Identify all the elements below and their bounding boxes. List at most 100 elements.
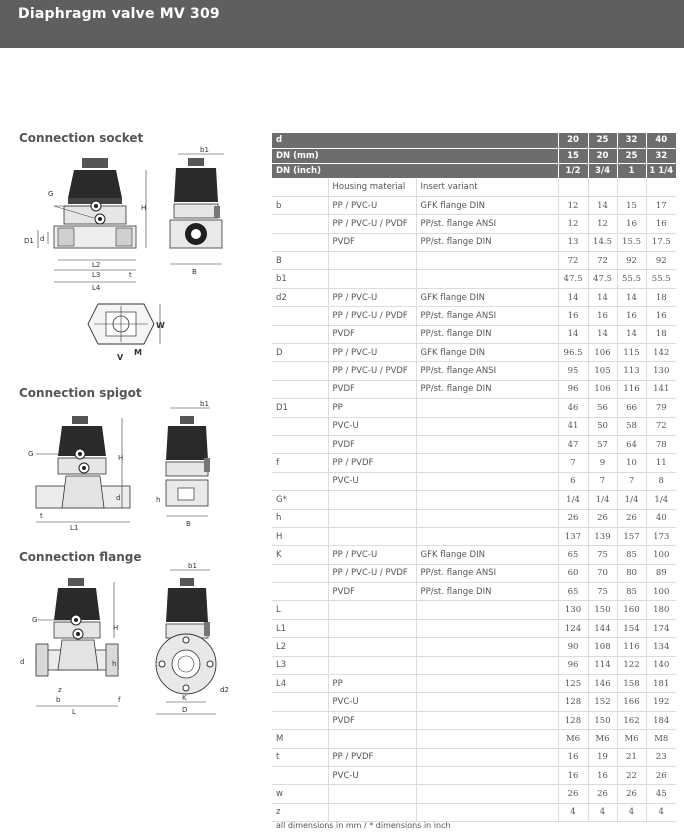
- row-value: 66: [616, 398, 647, 418]
- row-value: 125: [557, 674, 589, 694]
- label-d: d: [40, 235, 44, 243]
- row-param: f: [272, 453, 328, 473]
- row-value: 41: [557, 417, 589, 436]
- row-material: PP: [327, 398, 416, 418]
- row-material: PP / PVDF: [327, 453, 416, 473]
- row-param: w: [272, 784, 328, 804]
- row-insert: [415, 692, 559, 712]
- row-insert: [415, 600, 559, 620]
- label-G: G: [48, 190, 53, 198]
- row-value: 106: [587, 343, 618, 363]
- row-param: [272, 306, 328, 326]
- row-value: 75: [587, 582, 618, 602]
- row-value: 115: [616, 343, 647, 363]
- header-label: d: [272, 133, 559, 149]
- header-value: 20: [557, 133, 589, 149]
- row-material: PP / PVC-U / PVDF: [327, 361, 416, 381]
- row-value: 100: [645, 545, 677, 565]
- row-value: 7: [557, 453, 589, 473]
- row-param: [272, 582, 328, 602]
- row-material: PVC-U: [327, 766, 416, 786]
- page-title: Diaphragm valve MV 309: [18, 6, 220, 22]
- subheader-blank: [272, 178, 328, 197]
- row-value: 7: [587, 472, 618, 492]
- row-material: PP / PVC-U / PVDF: [327, 564, 416, 584]
- label-L2: L2: [92, 261, 100, 269]
- row-value: 85: [616, 545, 647, 565]
- label-L3: L3: [92, 271, 100, 279]
- row-param: L1: [272, 619, 328, 639]
- section-title-flange: Connection flange: [19, 550, 142, 564]
- label-h: h: [156, 496, 160, 504]
- row-value: 50: [587, 417, 618, 436]
- row-value: M8: [645, 729, 677, 749]
- row-value: 124: [557, 619, 589, 639]
- header-value: 1: [616, 163, 647, 179]
- label-G-flange: G: [32, 616, 37, 624]
- row-insert: [415, 784, 559, 804]
- row-insert: [415, 527, 559, 547]
- label-B-spigot: B: [186, 520, 191, 528]
- row-value: 1/4: [645, 490, 677, 510]
- row-param: L: [272, 600, 328, 620]
- row-value: 47.5: [587, 269, 618, 289]
- row-value: 14: [557, 288, 589, 308]
- row-value: M6: [557, 729, 589, 749]
- label-K: K: [182, 694, 187, 702]
- row-param: [272, 233, 328, 253]
- row-value: 16: [645, 306, 677, 326]
- label-G-spigot: G: [28, 450, 33, 458]
- row-value: 56: [587, 398, 618, 418]
- row-value: 4: [557, 803, 589, 823]
- label-b1: b1: [200, 146, 209, 154]
- row-value: 96: [557, 656, 589, 676]
- section-title-spigot: Connection spigot: [19, 386, 142, 400]
- row-value: 26: [616, 509, 647, 528]
- row-value: 158: [616, 674, 647, 694]
- row-param: [272, 711, 328, 731]
- row-value: 18: [645, 325, 677, 345]
- row-param: M: [272, 729, 328, 749]
- row-value: 139: [587, 527, 618, 547]
- row-param: h: [272, 509, 328, 528]
- row-material: PP / PVC-U: [327, 196, 416, 216]
- row-value: 16: [557, 766, 589, 786]
- row-value: 130: [645, 361, 677, 381]
- row-value: 96: [557, 380, 589, 400]
- row-value: 134: [645, 637, 677, 657]
- label-H-spigot: H: [118, 454, 123, 462]
- row-material: [327, 637, 416, 657]
- row-value: 9: [587, 453, 618, 473]
- row-value: M6: [616, 729, 647, 749]
- row-value: 152: [587, 692, 618, 712]
- label-b1-spigot: b1: [200, 400, 209, 408]
- row-material: [327, 656, 416, 676]
- row-insert: [415, 435, 559, 455]
- row-material: [327, 600, 416, 620]
- row-insert: GFK flange DIN: [415, 343, 559, 363]
- row-value: 14: [616, 325, 647, 345]
- row-value: 106: [587, 380, 618, 400]
- row-value: 92: [616, 251, 647, 271]
- header-value: 25: [616, 148, 647, 164]
- row-material: [327, 509, 416, 528]
- row-value: 78: [645, 435, 677, 455]
- row-value: 65: [557, 582, 589, 602]
- row-value: 90: [557, 637, 589, 657]
- subheader-blank-cell: [645, 178, 677, 197]
- label-t: t: [129, 271, 132, 279]
- row-value: 141: [645, 380, 677, 400]
- row-insert: PP/st. flange ANSI: [415, 361, 559, 381]
- row-insert: [415, 748, 559, 768]
- row-value: 13: [557, 233, 589, 253]
